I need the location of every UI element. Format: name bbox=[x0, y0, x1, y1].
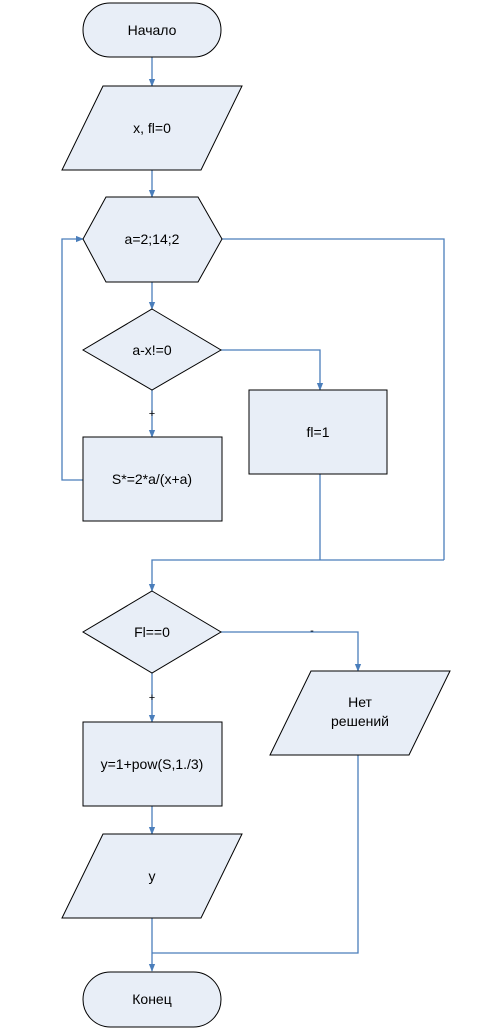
sum-step-process bbox=[82, 436, 223, 522]
condition2-diamond bbox=[82, 590, 222, 674]
condition1-node: a-x!=0 bbox=[82, 308, 222, 391]
end-terminator bbox=[82, 971, 222, 1028]
input-parallelogram bbox=[61, 85, 243, 171]
output-parallelogram bbox=[61, 833, 243, 919]
connector-condition2-no-to-no-solution bbox=[221, 631, 362, 672]
connector-loop-exit bbox=[221, 238, 445, 560]
no-solution-node: Нет решений bbox=[269, 670, 451, 756]
connectors bbox=[61, 57, 445, 972]
no-solution-label-line1: Нет bbox=[348, 694, 372, 710]
connector-merge-to-condition2 bbox=[148, 559, 444, 592]
condition1-yes-label: + bbox=[149, 408, 155, 420]
fl-assign-label: fl=1 bbox=[307, 424, 330, 440]
sum-step-node: S*=2*a/(x+a) bbox=[82, 436, 223, 522]
connector-condition1-no-to-fl bbox=[221, 349, 324, 391]
loop-node: a=2;14;2 bbox=[82, 196, 223, 283]
fl-assign-node: fl=1 bbox=[248, 389, 388, 475]
condition1-diamond bbox=[82, 308, 222, 391]
fl-assign-process bbox=[248, 389, 388, 475]
no-solution-label-line2: решений bbox=[331, 713, 389, 729]
loop-label: a=2;14;2 bbox=[125, 231, 180, 247]
no-solution-parallelogram bbox=[269, 670, 451, 756]
compute-y-label: y=1+pow(S,1./3) bbox=[101, 756, 204, 772]
input-label: x, fl=0 bbox=[133, 120, 171, 136]
start-terminator bbox=[82, 2, 222, 58]
condition2-yes-label: + bbox=[149, 692, 155, 704]
output-label: y bbox=[149, 868, 156, 884]
input-node: x, fl=0 bbox=[61, 85, 243, 171]
end-label: Конец bbox=[132, 991, 171, 1007]
condition1-label: a-x!=0 bbox=[132, 342, 172, 358]
loop-hexagon bbox=[82, 196, 223, 283]
condition2-label: Fl==0 bbox=[134, 624, 170, 640]
connector-no-solution-to-end bbox=[152, 755, 359, 954]
sum-step-label: S*=2*a/(x+a) bbox=[112, 471, 192, 487]
compute-y-process bbox=[82, 721, 223, 807]
start-label: Начало bbox=[128, 22, 177, 38]
condition2-no-label: - bbox=[310, 625, 314, 637]
start-node: Начало bbox=[82, 2, 222, 58]
output-node: y bbox=[61, 833, 243, 919]
compute-y-node: y=1+pow(S,1./3) bbox=[82, 721, 223, 807]
connector-sum-loop-back bbox=[61, 235, 84, 481]
condition2-node: Fl==0 bbox=[82, 590, 222, 674]
end-node: Конец bbox=[82, 971, 222, 1028]
